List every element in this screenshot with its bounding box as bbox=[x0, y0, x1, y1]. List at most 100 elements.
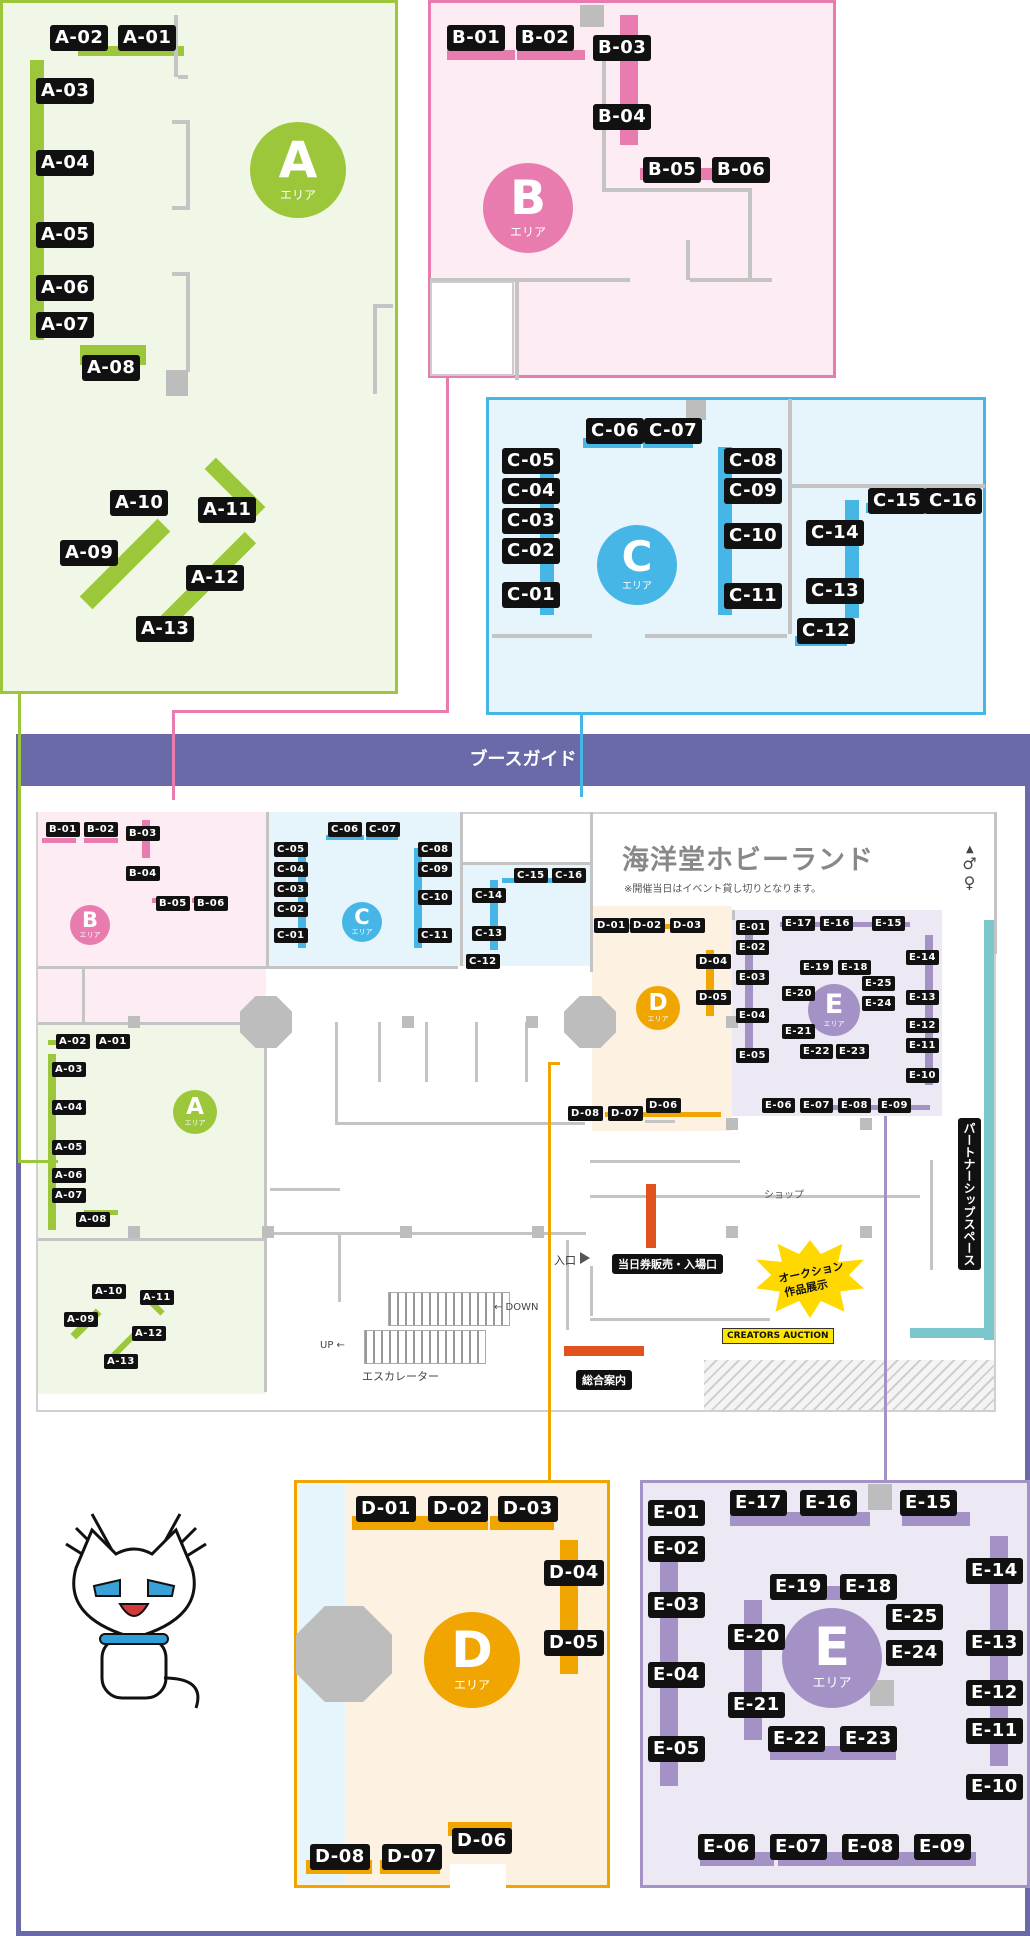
booth-label-c-15: C-15 bbox=[514, 868, 548, 883]
booth-label-e-13: E-13 bbox=[966, 1630, 1023, 1656]
booth-label-a-10: A-10 bbox=[110, 490, 169, 516]
auction-en: CREATORS AUCTION bbox=[722, 1328, 834, 1344]
connector-line bbox=[172, 710, 449, 713]
pillar-octagon bbox=[564, 996, 616, 1048]
booth-label-c-09: C-09 bbox=[724, 478, 783, 504]
area-letter: A bbox=[278, 131, 318, 189]
booth-bar bbox=[490, 880, 498, 950]
booth-label-e-03: E-03 bbox=[648, 1592, 705, 1618]
booth-label-d-02: D-02 bbox=[630, 918, 665, 933]
pillar-square bbox=[400, 1226, 412, 1238]
booth-label-a-07: A-07 bbox=[52, 1188, 86, 1203]
wall bbox=[590, 812, 593, 972]
pillar-square bbox=[726, 1226, 738, 1238]
wall bbox=[590, 1195, 920, 1198]
wall bbox=[994, 812, 997, 954]
booth-label-e-18: E-18 bbox=[838, 960, 871, 975]
booth-label-e-09: E-09 bbox=[914, 1834, 971, 1860]
booth-label-c-14: C-14 bbox=[806, 520, 865, 546]
pillar-square bbox=[580, 5, 604, 27]
area-letter: A bbox=[186, 1094, 204, 1120]
pillar-square bbox=[532, 1226, 544, 1238]
booth-bar bbox=[42, 838, 76, 843]
booth-label-e-11: E-11 bbox=[906, 1038, 939, 1053]
wall bbox=[335, 1122, 585, 1125]
wall bbox=[270, 1188, 340, 1191]
escalator-down bbox=[388, 1292, 510, 1326]
connector-line bbox=[18, 694, 21, 1162]
booth-label-e-16: E-16 bbox=[800, 1490, 857, 1516]
mini-area-ab bbox=[38, 966, 266, 1022]
pillar-square bbox=[868, 1484, 892, 1510]
booth-bar bbox=[30, 60, 44, 340]
booth-label-b-06: B-06 bbox=[712, 157, 771, 183]
pillar-square bbox=[262, 1226, 274, 1238]
escalator-up bbox=[364, 1330, 486, 1364]
wall bbox=[590, 1266, 593, 1316]
area-letter: E bbox=[824, 989, 844, 1020]
booth-label-a-08: A-08 bbox=[82, 355, 141, 381]
booth-bar bbox=[447, 50, 515, 60]
booth-label-e-11: E-11 bbox=[966, 1718, 1023, 1744]
wall bbox=[566, 1240, 569, 1330]
booth-bar bbox=[517, 50, 585, 60]
booth-label-e-20: E-20 bbox=[782, 986, 815, 1001]
area-suffix: エリア bbox=[453, 1678, 490, 1692]
booth-label-a-07: A-07 bbox=[36, 312, 95, 338]
wall bbox=[645, 1120, 675, 1123]
booth-label-e-07: E-07 bbox=[770, 1834, 827, 1860]
booth-label-e-22: E-22 bbox=[768, 1726, 825, 1752]
booth-label-e-25: E-25 bbox=[862, 976, 895, 991]
booth-label-d-07: D-07 bbox=[608, 1106, 643, 1121]
booth-label-b-03: B-03 bbox=[593, 35, 652, 61]
booth-label-a-09: A-09 bbox=[60, 540, 119, 566]
booth-label-b-05: B-05 bbox=[643, 157, 702, 183]
booth-label-a-01: A-01 bbox=[96, 1034, 130, 1049]
area-suffix: エリア bbox=[823, 1020, 845, 1028]
booth-label-c-06: C-06 bbox=[328, 822, 362, 837]
booth-label-e-18: E-18 bbox=[840, 1574, 897, 1600]
booth-label-c-10: C-10 bbox=[724, 523, 783, 549]
booth-label-c-01: C-01 bbox=[274, 928, 308, 943]
wall bbox=[264, 1022, 267, 1392]
booth-bar bbox=[84, 838, 118, 843]
connector-line bbox=[548, 1062, 560, 1065]
booth-label-d-08: D-08 bbox=[310, 1844, 370, 1870]
booth-label-e-02: E-02 bbox=[736, 940, 769, 955]
booth-label-e-09: E-09 bbox=[878, 1098, 911, 1113]
booth-label-a-08: A-08 bbox=[76, 1212, 110, 1227]
booth-label-a-11: A-11 bbox=[198, 497, 257, 523]
wall bbox=[590, 1160, 740, 1163]
booth-label-c-11: C-11 bbox=[724, 583, 783, 609]
wall bbox=[425, 1022, 428, 1082]
booth-bar bbox=[78, 46, 146, 56]
wall bbox=[930, 1160, 933, 1270]
ticket-label: 当日券販売・入場口 bbox=[612, 1254, 723, 1274]
booth-label-e-21: E-21 bbox=[728, 1692, 785, 1718]
booth-label-c-16: C-16 bbox=[924, 488, 983, 514]
booth-label-c-13: C-13 bbox=[806, 578, 865, 604]
booth-label-e-04: E-04 bbox=[648, 1662, 705, 1688]
pillar-square bbox=[860, 1226, 872, 1238]
booth-label-e-16: E-16 bbox=[820, 916, 853, 931]
area-letter: D bbox=[648, 990, 668, 1016]
booth-label-a-06: A-06 bbox=[36, 275, 95, 301]
booth-label-e-13: E-13 bbox=[906, 990, 939, 1005]
wall bbox=[732, 910, 735, 920]
booth-label-c-04: C-04 bbox=[502, 478, 561, 504]
wall bbox=[172, 272, 188, 276]
booth-label-c-15: C-15 bbox=[868, 488, 927, 514]
booth-label-d-03: D-03 bbox=[670, 918, 705, 933]
booth-label-e-19: E-19 bbox=[800, 960, 833, 975]
wall bbox=[790, 484, 985, 488]
booth-label-c-01: C-01 bbox=[502, 582, 561, 608]
guide-header bbox=[16, 734, 1030, 786]
wall bbox=[38, 1238, 266, 1241]
zoom-panel-c bbox=[486, 397, 986, 715]
wall bbox=[748, 188, 752, 278]
booth-bar bbox=[745, 922, 753, 1052]
wall bbox=[38, 966, 458, 969]
pillar-square bbox=[860, 1118, 872, 1130]
